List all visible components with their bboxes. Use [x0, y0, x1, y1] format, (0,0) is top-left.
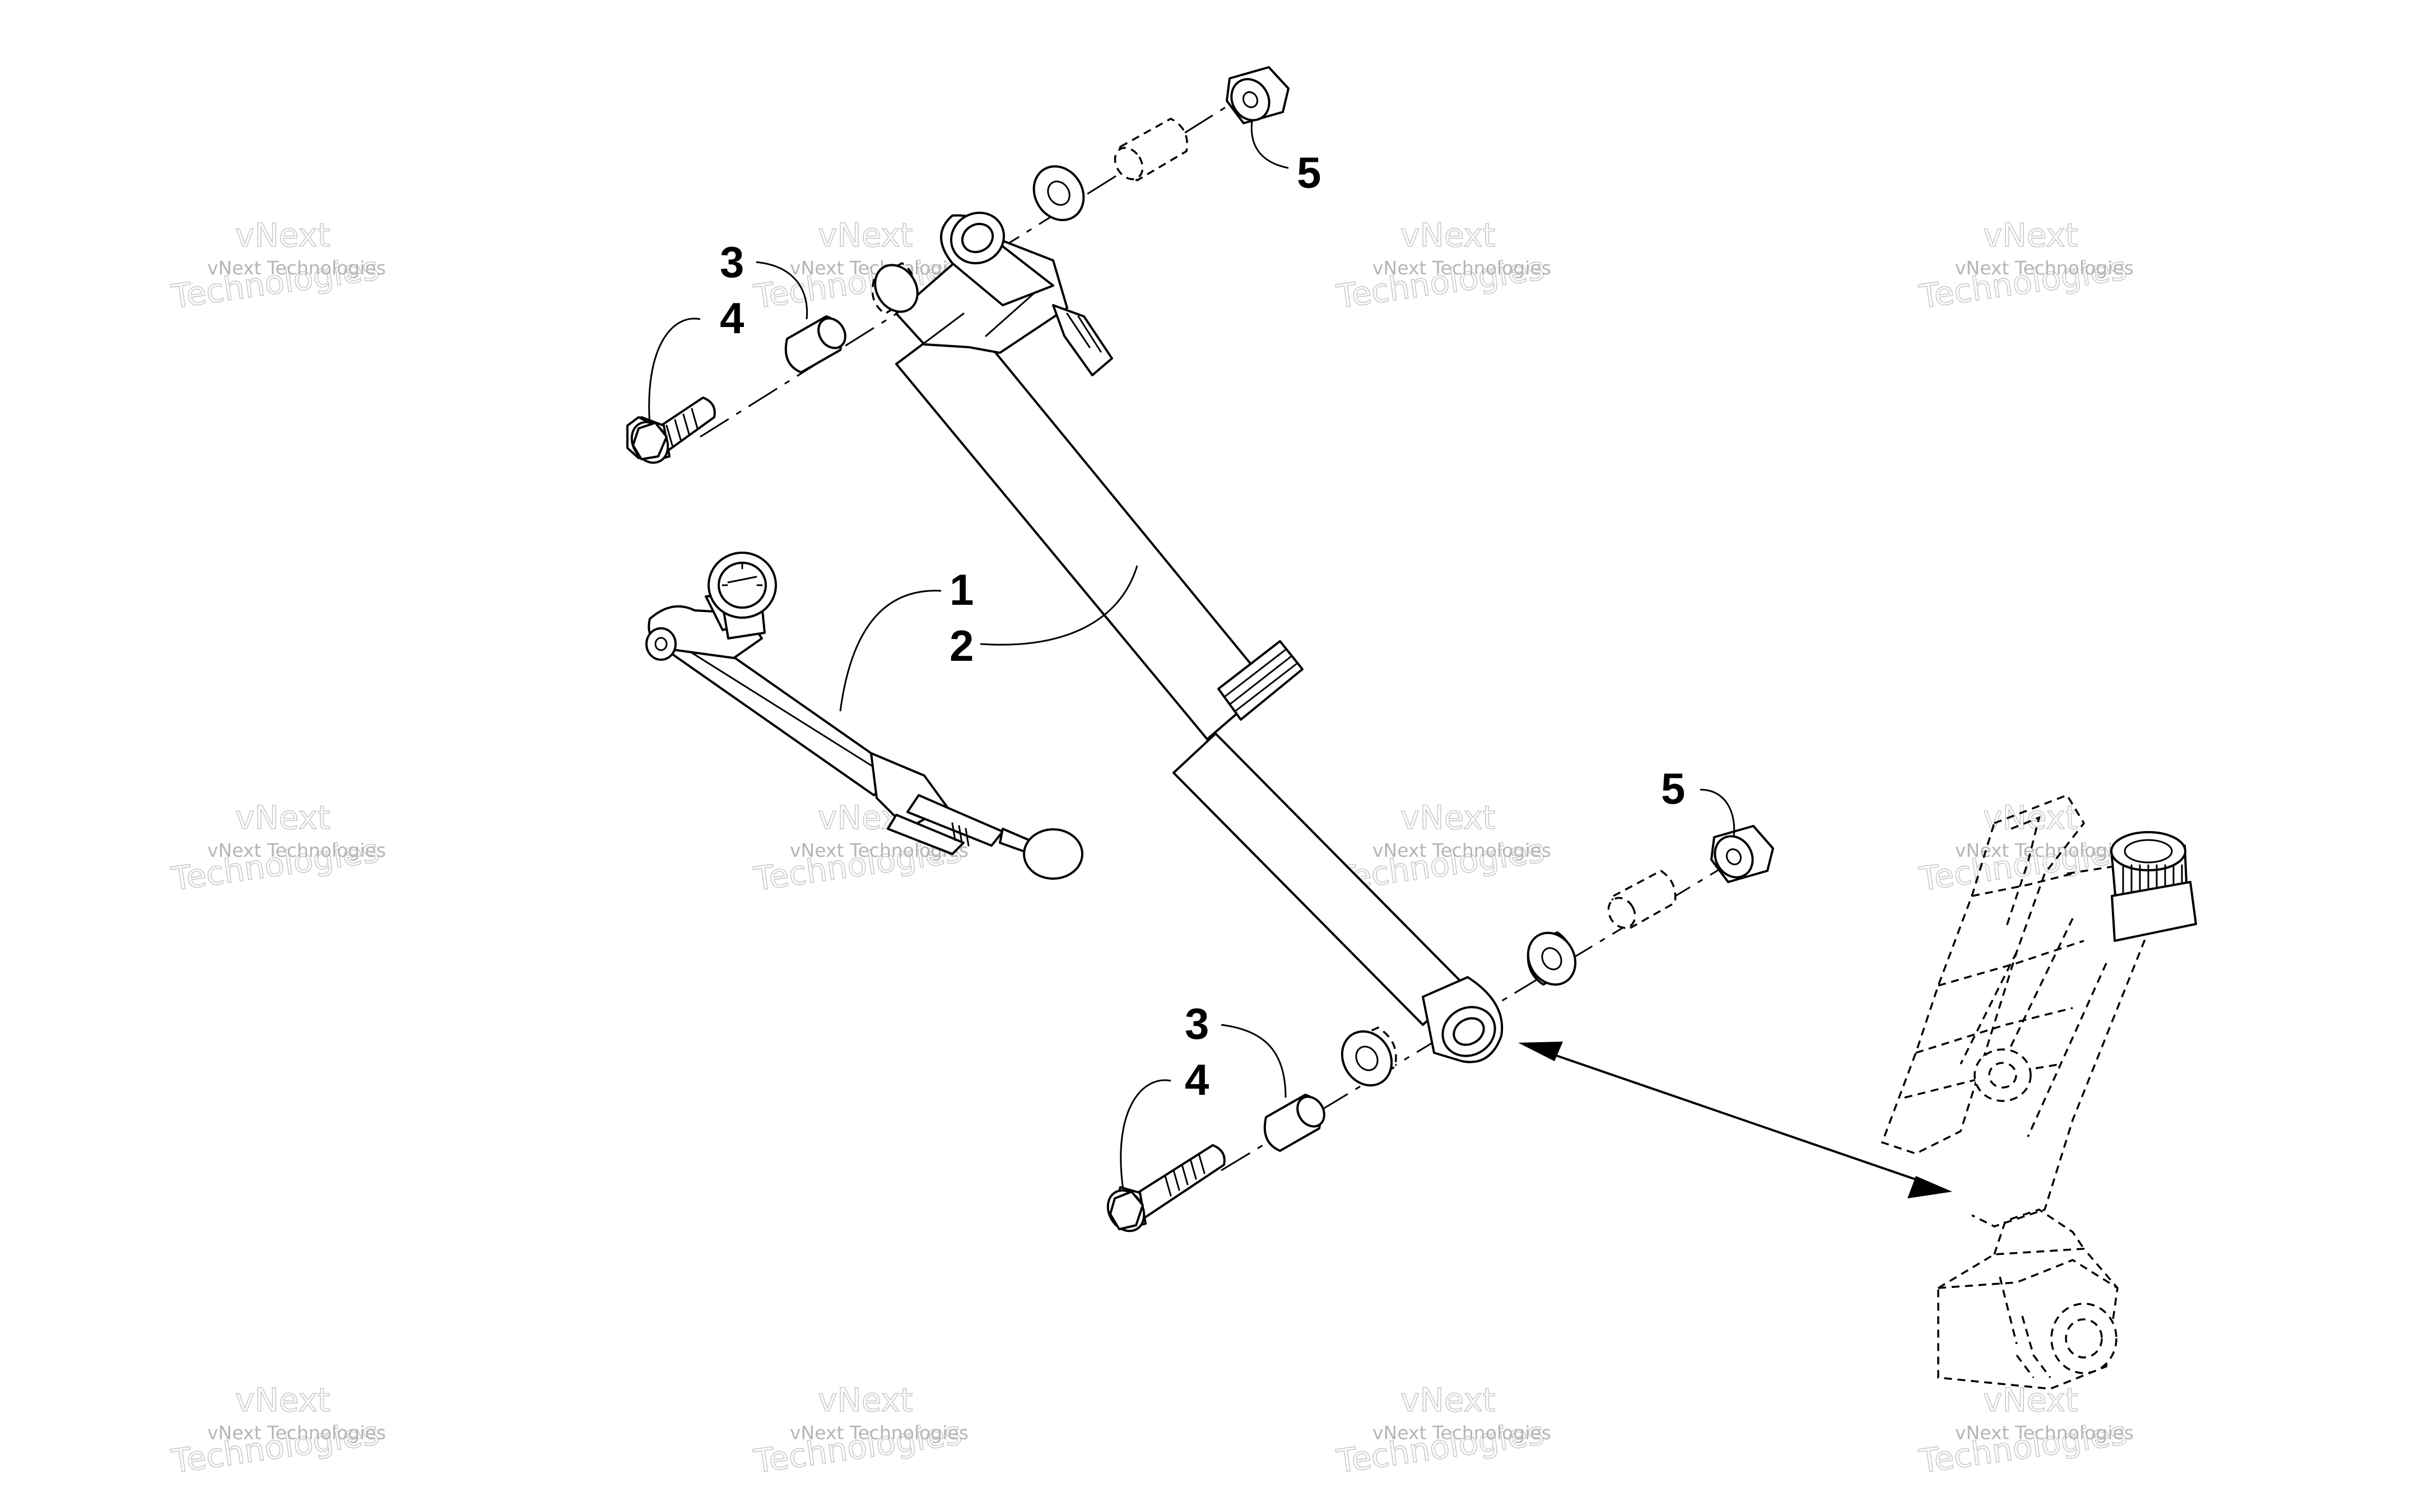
svg-text:vNext: vNext [235, 799, 330, 837]
callout-5-upper: 5 [1297, 148, 1321, 197]
svg-text:vNext Technologies: vNext Technologies [1955, 257, 2134, 279]
lower-bolt [1106, 1144, 1226, 1233]
svg-text:vNext Technologies: vNext Technologies [207, 1422, 386, 1444]
svg-text:vNext: vNext [235, 1381, 330, 1419]
shock-pump [645, 552, 1083, 880]
callout-2: 2 [950, 621, 974, 670]
svg-text:vNext Technologies: vNext Technologies [1372, 257, 1551, 279]
watermark-r3c1: vNext Technologies vNext Technologies [169, 1380, 386, 1481]
svg-text:vNext Technologies: vNext Technologies [1955, 839, 2134, 861]
watermark-r2c4: vNext Technologies vNext Technologies [1916, 798, 2134, 899]
watermark-r3c3: vNext Technologies vNext Technologies [1334, 1380, 1551, 1481]
callout-1: 1 [950, 565, 974, 614]
callout-3-lower: 3 [1185, 999, 1209, 1048]
upper-flange-nut [1226, 66, 1290, 124]
callout-5-lower: 5 [1661, 764, 1685, 813]
lower-flange-nut [1710, 825, 1774, 883]
svg-text:vNext: vNext [1983, 216, 2078, 254]
watermark-r1c1: vNext Technologies vNext Technologies [169, 216, 386, 316]
svg-text:vNext Technologies: vNext Technologies [790, 1422, 969, 1444]
svg-text:vNext Technologies: vNext Technologies [1955, 1422, 2134, 1444]
leader-1 [839, 590, 942, 712]
svg-text:vNext: vNext [1400, 799, 1495, 837]
upper-bolt [626, 396, 716, 464]
svg-text:vNext: vNext [1400, 1381, 1495, 1419]
steering-spindle-reference [1881, 794, 2197, 1390]
lower-washer-right [1527, 931, 1577, 986]
callout-4-upper: 4 [720, 293, 744, 343]
leader-3-lower [1221, 1024, 1287, 1098]
svg-text:vNext Technologies: vNext Technologies [1372, 839, 1551, 861]
watermark-r2c1: vNext Technologies vNext Technologies [169, 798, 386, 899]
svg-text:vNext: vNext [1400, 216, 1495, 254]
lower-washer-left [1341, 1026, 1397, 1087]
svg-text:vNext: vNext [818, 216, 913, 254]
leader-5-lower [1700, 788, 1735, 838]
upper-sleeve [784, 315, 846, 374]
leader-4-lower [1120, 1079, 1171, 1191]
callout-4-lower: 4 [1185, 1055, 1209, 1104]
leader-3-upper [756, 261, 808, 320]
lower-sleeve [1263, 1094, 1325, 1152]
svg-text:vNext: vNext [235, 216, 330, 254]
upper-bushing-dashed [1114, 118, 1188, 182]
watermark-r3c4: vNext Technologies vNext Technologies [1916, 1380, 2134, 1481]
upper-washer-front [871, 262, 919, 315]
svg-text:vNext: vNext [818, 1381, 913, 1419]
watermark-r2c3: vNext Technologies vNext Technologies [1334, 798, 1551, 899]
svg-text:vNext: vNext [1983, 799, 2078, 837]
mounting-arrow [1518, 1042, 1952, 1198]
svg-text:vNext Technologies: vNext Technologies [207, 257, 386, 279]
leader-4-upper [648, 318, 701, 426]
watermark-r1c3: vNext Technologies vNext Technologies [1334, 216, 1551, 316]
lower-bushing-dashed [1607, 869, 1677, 931]
shock-absorber [895, 211, 1504, 1063]
callout-3-upper: 3 [720, 237, 744, 287]
leader-2 [980, 565, 1138, 646]
upper-washer-behind [1032, 165, 1085, 221]
watermark-r1c4: vNext Technologies vNext Technologies [1916, 216, 2134, 316]
svg-text:vNext Technologies: vNext Technologies [207, 839, 386, 861]
watermark-r3c2: vNext Technologies vNext Technologies [751, 1380, 969, 1481]
leader-5-upper [1250, 120, 1289, 169]
svg-text:vNext Technologies: vNext Technologies [1372, 1422, 1551, 1444]
